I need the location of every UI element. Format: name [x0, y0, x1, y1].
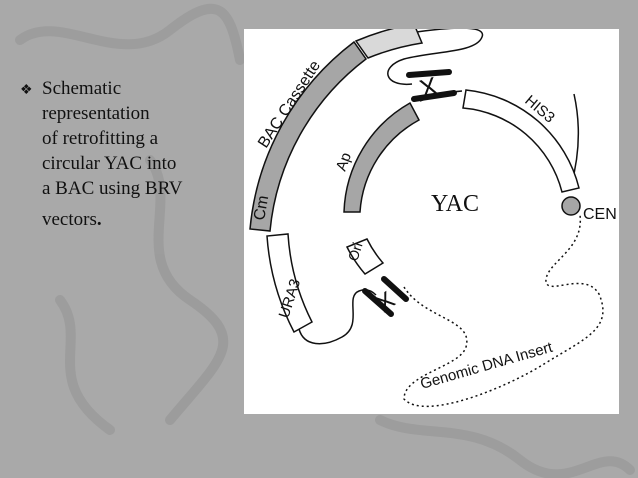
ap-segment [343, 101, 421, 213]
genomic-dna-insert-label: Genomic DNA Insert [418, 339, 555, 393]
bullet-period: . [96, 209, 102, 230]
diamond-bullet-icon: ❖ [20, 83, 33, 98]
yac-diagram-figure: X X BAC Cassette Cm URA3 Ap Ori HIS3 CEN… [244, 29, 619, 414]
lox-marker-bottom: X [362, 276, 409, 318]
bullet-line: Schematic [42, 78, 122, 99]
bac-cassette-segment [249, 40, 368, 232]
ura3-segment [266, 233, 313, 334]
bullet-line-last: vectors. [42, 207, 240, 232]
cen-label: CEN [583, 206, 617, 223]
ori-segment [345, 238, 385, 275]
bullet-line: of retrofitting a [42, 128, 159, 149]
lox-marker-top: X [406, 69, 457, 104]
ori-label: Ori [345, 240, 366, 263]
bullet-line: representation [42, 103, 150, 124]
genomic-insert-line [403, 214, 604, 408]
yac-diagram: X X BAC Cassette Cm URA3 Ap Ori HIS3 CEN… [249, 29, 617, 408]
bullet-item: ❖ Schematic representation of retrofitti… [20, 76, 240, 232]
cen-circle [561, 196, 581, 216]
bullet-line: a BAC using BRV [42, 178, 183, 199]
bullet-line: circular YAC into [42, 153, 177, 174]
background-texture [15, 3, 635, 478]
bottom-connector-line [298, 289, 377, 345]
bullet-last-word: vectors [42, 209, 97, 230]
his3-segment [462, 89, 580, 193]
top-connector-line [358, 29, 484, 85]
top-open-segment [354, 29, 424, 59]
cm-label: Cm [251, 194, 272, 221]
ap-label: Ap [333, 150, 355, 173]
slide-text: ❖ Schematic representation of retrofitti… [20, 76, 240, 232]
bullet-text: Schematic representation of retrofitting… [42, 76, 240, 232]
yac-center-label: YAC [431, 191, 479, 217]
